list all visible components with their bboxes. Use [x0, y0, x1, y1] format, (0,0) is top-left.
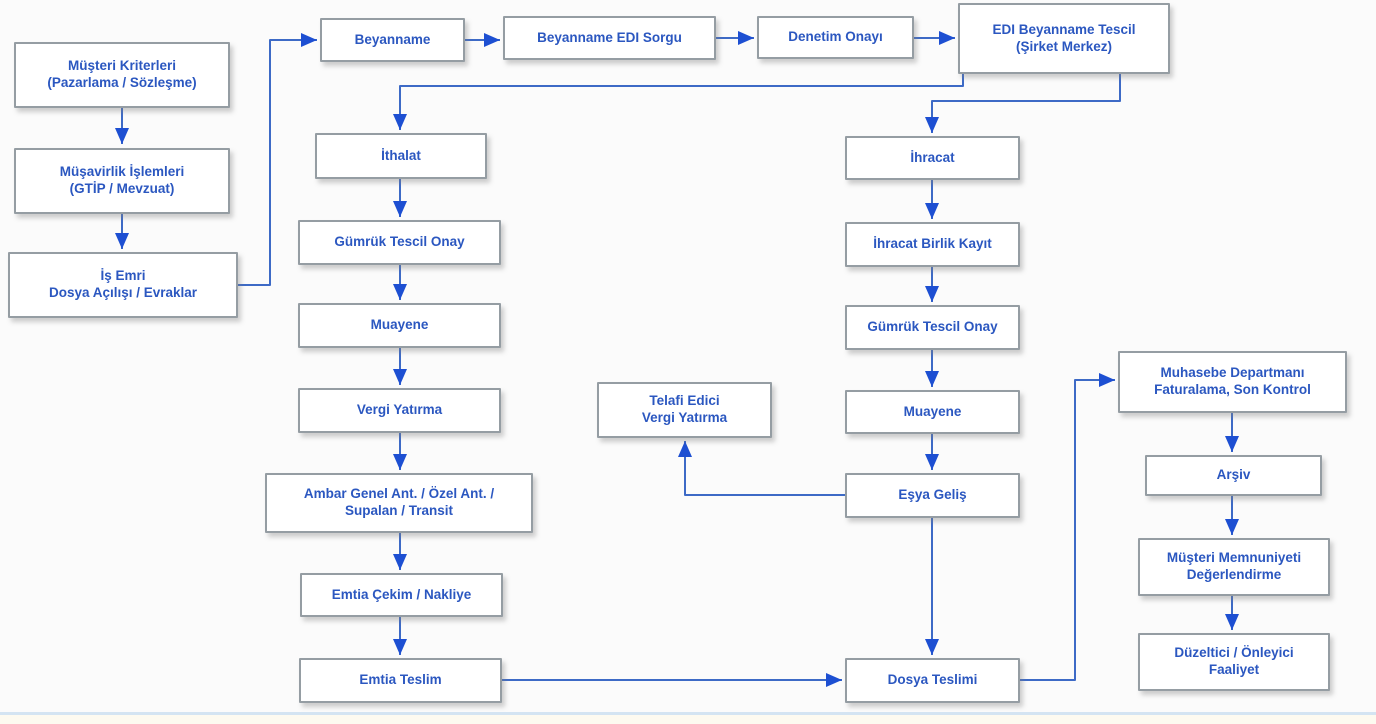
- edge-esya-gelis-to-telafi-edici: [678, 441, 845, 496]
- node-muayene-ihracat: Muayene: [845, 390, 1020, 434]
- node-duzeltici-onleyici: Düzeltici / Önleyici Faaliyet: [1138, 633, 1330, 691]
- node-musteri-memnuniyeti: Müşteri Memnuniyeti Değerlendirme: [1138, 538, 1330, 596]
- node-musavirlik-islemleri: Müşavirlik İşlemleri (GTİP / Mevzuat): [14, 148, 230, 214]
- node-arsiv: Arşiv: [1145, 455, 1322, 496]
- node-dosya-teslimi: Dosya Teslimi: [845, 658, 1020, 703]
- node-emtia-cekim-nakliye: Emtia Çekim / Nakliye: [300, 573, 503, 617]
- edge-edi-tescil-to-ithalat: [393, 74, 964, 130]
- node-ambar: Ambar Genel Ant. / Özel Ant. / Supalan /…: [265, 473, 533, 533]
- node-is-emri: İş Emri Dosya Açılışı / Evraklar: [8, 252, 238, 318]
- node-gumruk-tescil-onay-ihracat: Gümrük Tescil Onay: [845, 305, 1020, 350]
- node-muayene-ithalat: Muayene: [298, 303, 501, 348]
- node-ihracat-birlik-kayit: İhracat Birlik Kayıt: [845, 222, 1020, 267]
- node-vergi-yatirma: Vergi Yatırma: [298, 388, 501, 433]
- node-beyanname-edi-sorgu: Beyanname EDI Sorgu: [503, 16, 716, 60]
- node-telafi-edici: Telafi Edici Vergi Yatırma: [597, 382, 772, 438]
- node-denetim-onayi: Denetim Onayı: [757, 16, 914, 59]
- edge-dosya-teslimi-to-muhasebe: [1020, 373, 1115, 681]
- page-bottom-strip: [0, 715, 1376, 724]
- node-esya-gelis: Eşya Geliş: [845, 473, 1020, 518]
- node-edi-beyanname-tescil: EDI Beyanname Tescil (Şirket Merkez): [958, 3, 1170, 74]
- node-muhasebe: Muhasebe Departmanı Faturalama, Son Kont…: [1118, 351, 1347, 413]
- page-bottom-rule: [0, 712, 1376, 715]
- edge-edi-tescil-to-ihracat: [925, 74, 1121, 133]
- node-ithalat: İthalat: [315, 133, 487, 179]
- node-gumruk-tescil-onay-ithalat: Gümrük Tescil Onay: [298, 220, 501, 265]
- node-emtia-teslim: Emtia Teslim: [299, 658, 502, 703]
- node-ihracat: İhracat: [845, 136, 1020, 180]
- node-musteri-kriterleri: Müşteri Kriterleri (Pazarlama / Sözleşme…: [14, 42, 230, 108]
- node-beyanname: Beyanname: [320, 18, 465, 62]
